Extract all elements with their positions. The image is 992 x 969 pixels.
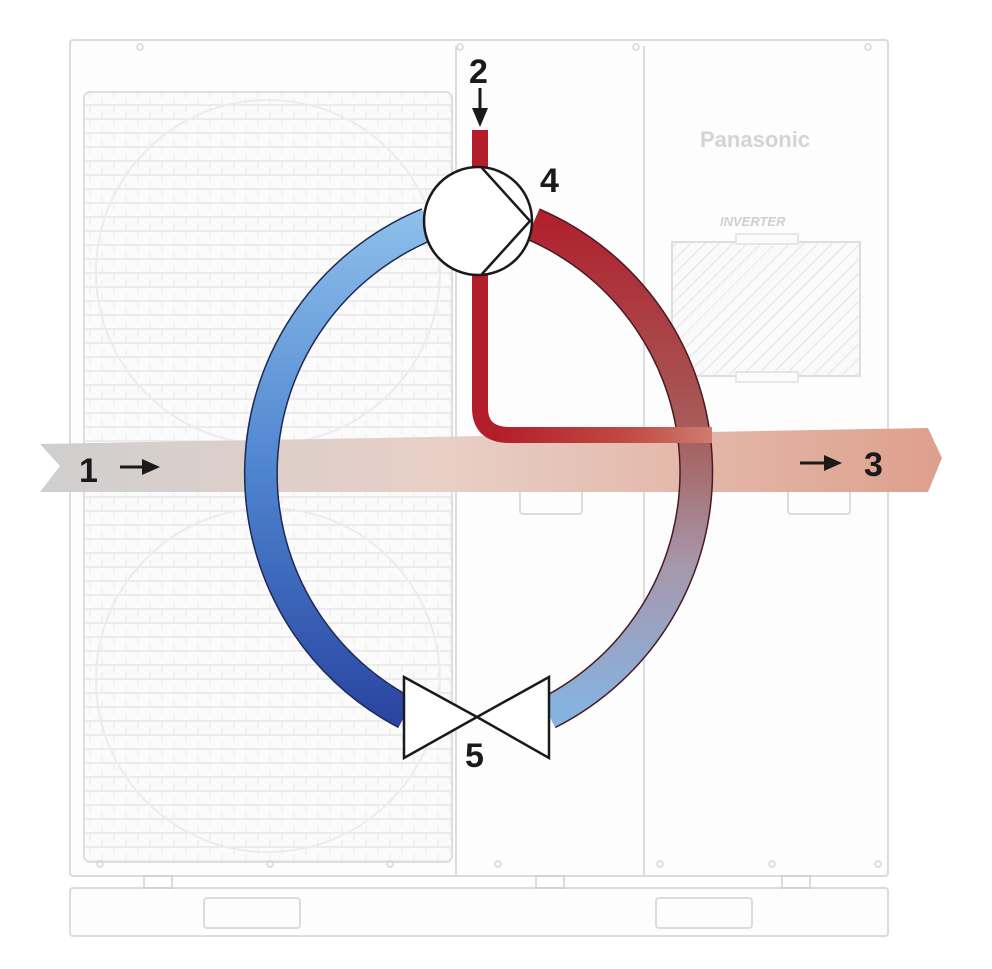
base-slot-right [655,897,753,929]
valve-left-triangle [402,674,480,761]
inverter-badge: INVERTER [720,214,786,229]
brand-logo: Panasonic [700,127,810,152]
screws [96,43,882,868]
base-plate [69,887,889,937]
label-4: 4 [540,162,559,200]
arrows [120,88,842,475]
valve-right-triangle [474,674,551,761]
label-5: 5 [465,737,484,775]
base-slot-left [203,897,301,929]
label-3: 3 [864,446,883,484]
compressor [422,165,534,277]
condenser-arc-fill [526,209,712,727]
hatch-clip-bottom [735,371,799,383]
arrow-2-head [472,108,488,127]
compressor-symbol [481,167,532,275]
refrigerant-circuit [243,130,714,729]
arrow-1-head [142,459,160,475]
label-2: 2 [469,53,488,91]
feet [143,875,811,889]
hot-line [472,272,712,443]
arrow-3-head [824,455,842,471]
evaporator-arc-fill [245,209,434,727]
compressor-circle [422,165,534,277]
expansion-valve [402,674,551,761]
hatch-clip-top [735,233,799,245]
label-1: 1 [79,452,98,490]
service-hatch [671,241,861,377]
